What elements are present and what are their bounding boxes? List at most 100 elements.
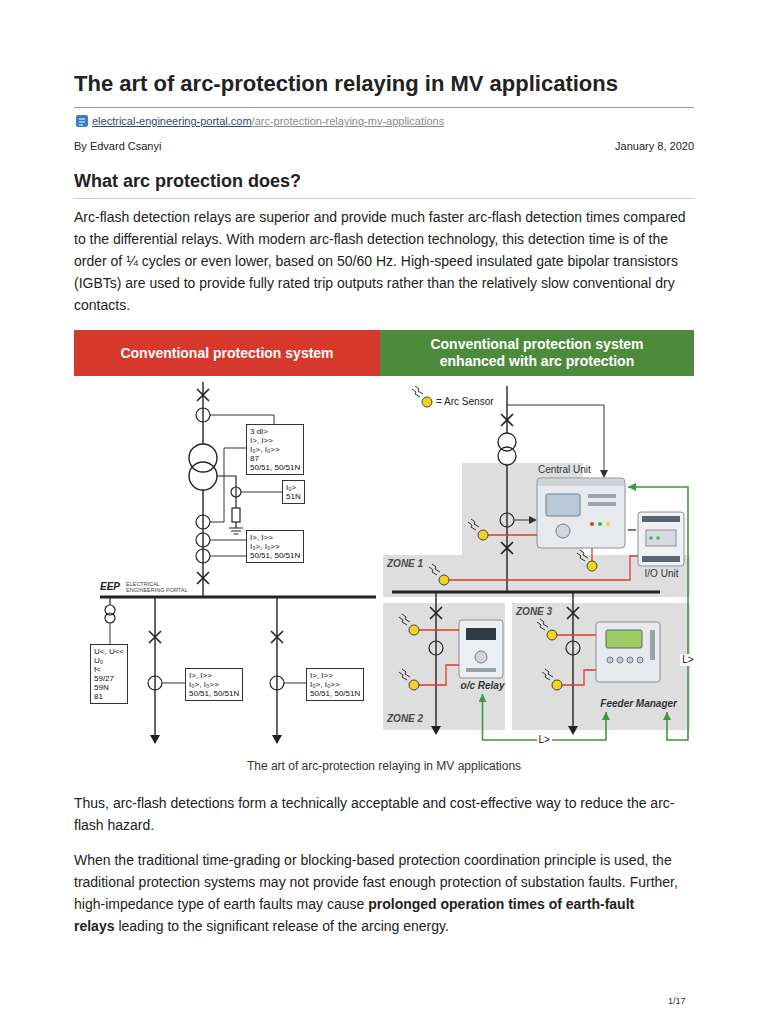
- relay-function-code: 59N: [94, 683, 124, 692]
- sensor-wire: [557, 634, 596, 635]
- zone-area: [383, 463, 690, 597]
- author-byline: By Edvard Csanyi: [74, 139, 161, 153]
- sensor-wire: [591, 548, 592, 561]
- protection-function-box: 3 dI>I>, I>>I₀>, I₀>>8750/51, 50/51N: [246, 424, 304, 475]
- terminal-row: [642, 516, 680, 522]
- current-transformer: [231, 487, 241, 497]
- device-display: [466, 628, 496, 640]
- feeder-conductor: [154, 597, 155, 735]
- current-transformer: [196, 408, 210, 422]
- relay-function-code: I>, I>>: [310, 671, 360, 680]
- link-icon-lines: [79, 119, 85, 125]
- device-button: [627, 657, 633, 663]
- device-led: [606, 522, 610, 526]
- protection-function-box: U<, U<<U₀f<59/2759N81: [90, 644, 128, 704]
- arc-sensor: [399, 614, 419, 635]
- current-transformer: [196, 515, 210, 529]
- feeder-conductor: [276, 597, 277, 735]
- source-path: /arc-protection-relaying-mv-applications: [252, 115, 445, 127]
- central-unit-picture: [537, 478, 625, 548]
- power-transformer: [189, 444, 217, 472]
- protection-function-box: I>, I>>I₀>, I₀>>50/51, 50/51N: [246, 530, 304, 563]
- relay-function-code: I>, I>>: [189, 671, 239, 680]
- arc-sensor: [537, 619, 557, 640]
- device-knob: [475, 651, 487, 663]
- breaker-symbol: [430, 607, 442, 619]
- body-paragraph: Arc-flash detection relays are superior …: [74, 206, 696, 316]
- relay-function-code: 50/51, 50/51N: [250, 463, 300, 472]
- feeder-manager-picture: [596, 622, 660, 682]
- device-led: [656, 536, 660, 540]
- power-transformer: [498, 447, 516, 465]
- header-band-red: [74, 330, 380, 376]
- busbar: [100, 596, 376, 599]
- current-transformer: [196, 549, 210, 563]
- oc-relay: o/c Relay: [457, 620, 508, 694]
- title-rule: [74, 107, 694, 108]
- publish-date: January 8, 2020: [534, 139, 694, 153]
- arc-sensor: [577, 550, 597, 571]
- communication-cable: [628, 529, 636, 531]
- device-detail: [466, 668, 496, 672]
- sensor-wire: [488, 534, 537, 535]
- legend-sensor-sample: [412, 386, 432, 407]
- relay-function-code: 50/51, 50/51N: [189, 689, 239, 698]
- measuring-lead: [210, 448, 246, 522]
- relay-function-code: 87: [250, 454, 300, 463]
- device-button: [617, 657, 623, 663]
- oc-relay-picture: [459, 620, 503, 678]
- arc-sensor: [399, 669, 419, 690]
- main-conductor: [506, 465, 507, 592]
- panel-header: Conventional protection system enhanced …: [380, 330, 694, 376]
- relay-function-code: I₀>, I₀>>: [250, 542, 300, 551]
- relay-function-code: U<, U<<: [94, 647, 124, 656]
- logo-mark: EEP: [100, 581, 120, 593]
- protection-function-box: I>, I>>I₀>, I₀>>50/51, 50/51N: [185, 668, 243, 701]
- device-top-strip: [538, 479, 624, 486]
- feeder-arrow: [431, 726, 441, 735]
- earth-symbol: [229, 522, 243, 534]
- feeder-arrow: [568, 726, 578, 735]
- relay-function-code: I₀>: [286, 483, 301, 492]
- resistor-symbol: [232, 508, 240, 522]
- legend-text: = Arc Sensor: [436, 396, 494, 407]
- source-domain: electrical-engineering-portal.com: [92, 115, 252, 127]
- device-detail: [588, 502, 616, 506]
- device-label: Central Unit: [538, 464, 628, 476]
- body-paragraph: When the traditional time-grading or blo…: [74, 849, 696, 937]
- measuring-lead: [210, 415, 274, 424]
- header-band-green: [380, 330, 694, 376]
- figure-illustration: [74, 330, 694, 750]
- breaker-symbol: [149, 631, 161, 643]
- device-label: o/c Relay: [457, 680, 508, 692]
- zone-label: ZONE 1: [387, 558, 693, 570]
- neutral-conductor: [217, 476, 236, 508]
- section-heading: What arc protection does?: [74, 170, 694, 192]
- relay-function-code: 51N: [286, 492, 301, 501]
- link-icon: [76, 115, 88, 127]
- lead-arrow: [600, 470, 608, 478]
- busbar: [392, 591, 660, 594]
- measuring-lead: [241, 492, 282, 493]
- feeder-manager: Feeder Manager: [596, 622, 677, 712]
- paragraph-text: leading to the significant release of th…: [118, 918, 449, 934]
- arc-sensor: [468, 519, 488, 540]
- relay-function-code: 59/27: [94, 674, 124, 683]
- protection-zone: ZONE 3Feeder Manager: [512, 603, 693, 730]
- relay-function-code: U₀: [94, 656, 124, 665]
- sensor-wire: [419, 665, 459, 685]
- zone-label: ZONE 2: [387, 713, 508, 725]
- lead-arrow: [529, 516, 537, 524]
- protection-function-box: I>, I>>I₀>, I₀>>50/51, 50/51N: [306, 668, 364, 701]
- sensor-wire: [449, 556, 638, 580]
- feeder-arrow: [150, 735, 160, 744]
- device-detail: [588, 494, 616, 498]
- main-conductor: [202, 382, 203, 444]
- io-unit: I/O Unit: [636, 512, 687, 582]
- relay-function-code: I>, I>>: [250, 533, 300, 542]
- body-paragraph: Thus, arc-flash detections form a techni…: [74, 792, 696, 836]
- breaker-symbol: [501, 542, 513, 554]
- page-number: 1/17: [668, 996, 686, 1007]
- breaker-symbol: [197, 389, 209, 401]
